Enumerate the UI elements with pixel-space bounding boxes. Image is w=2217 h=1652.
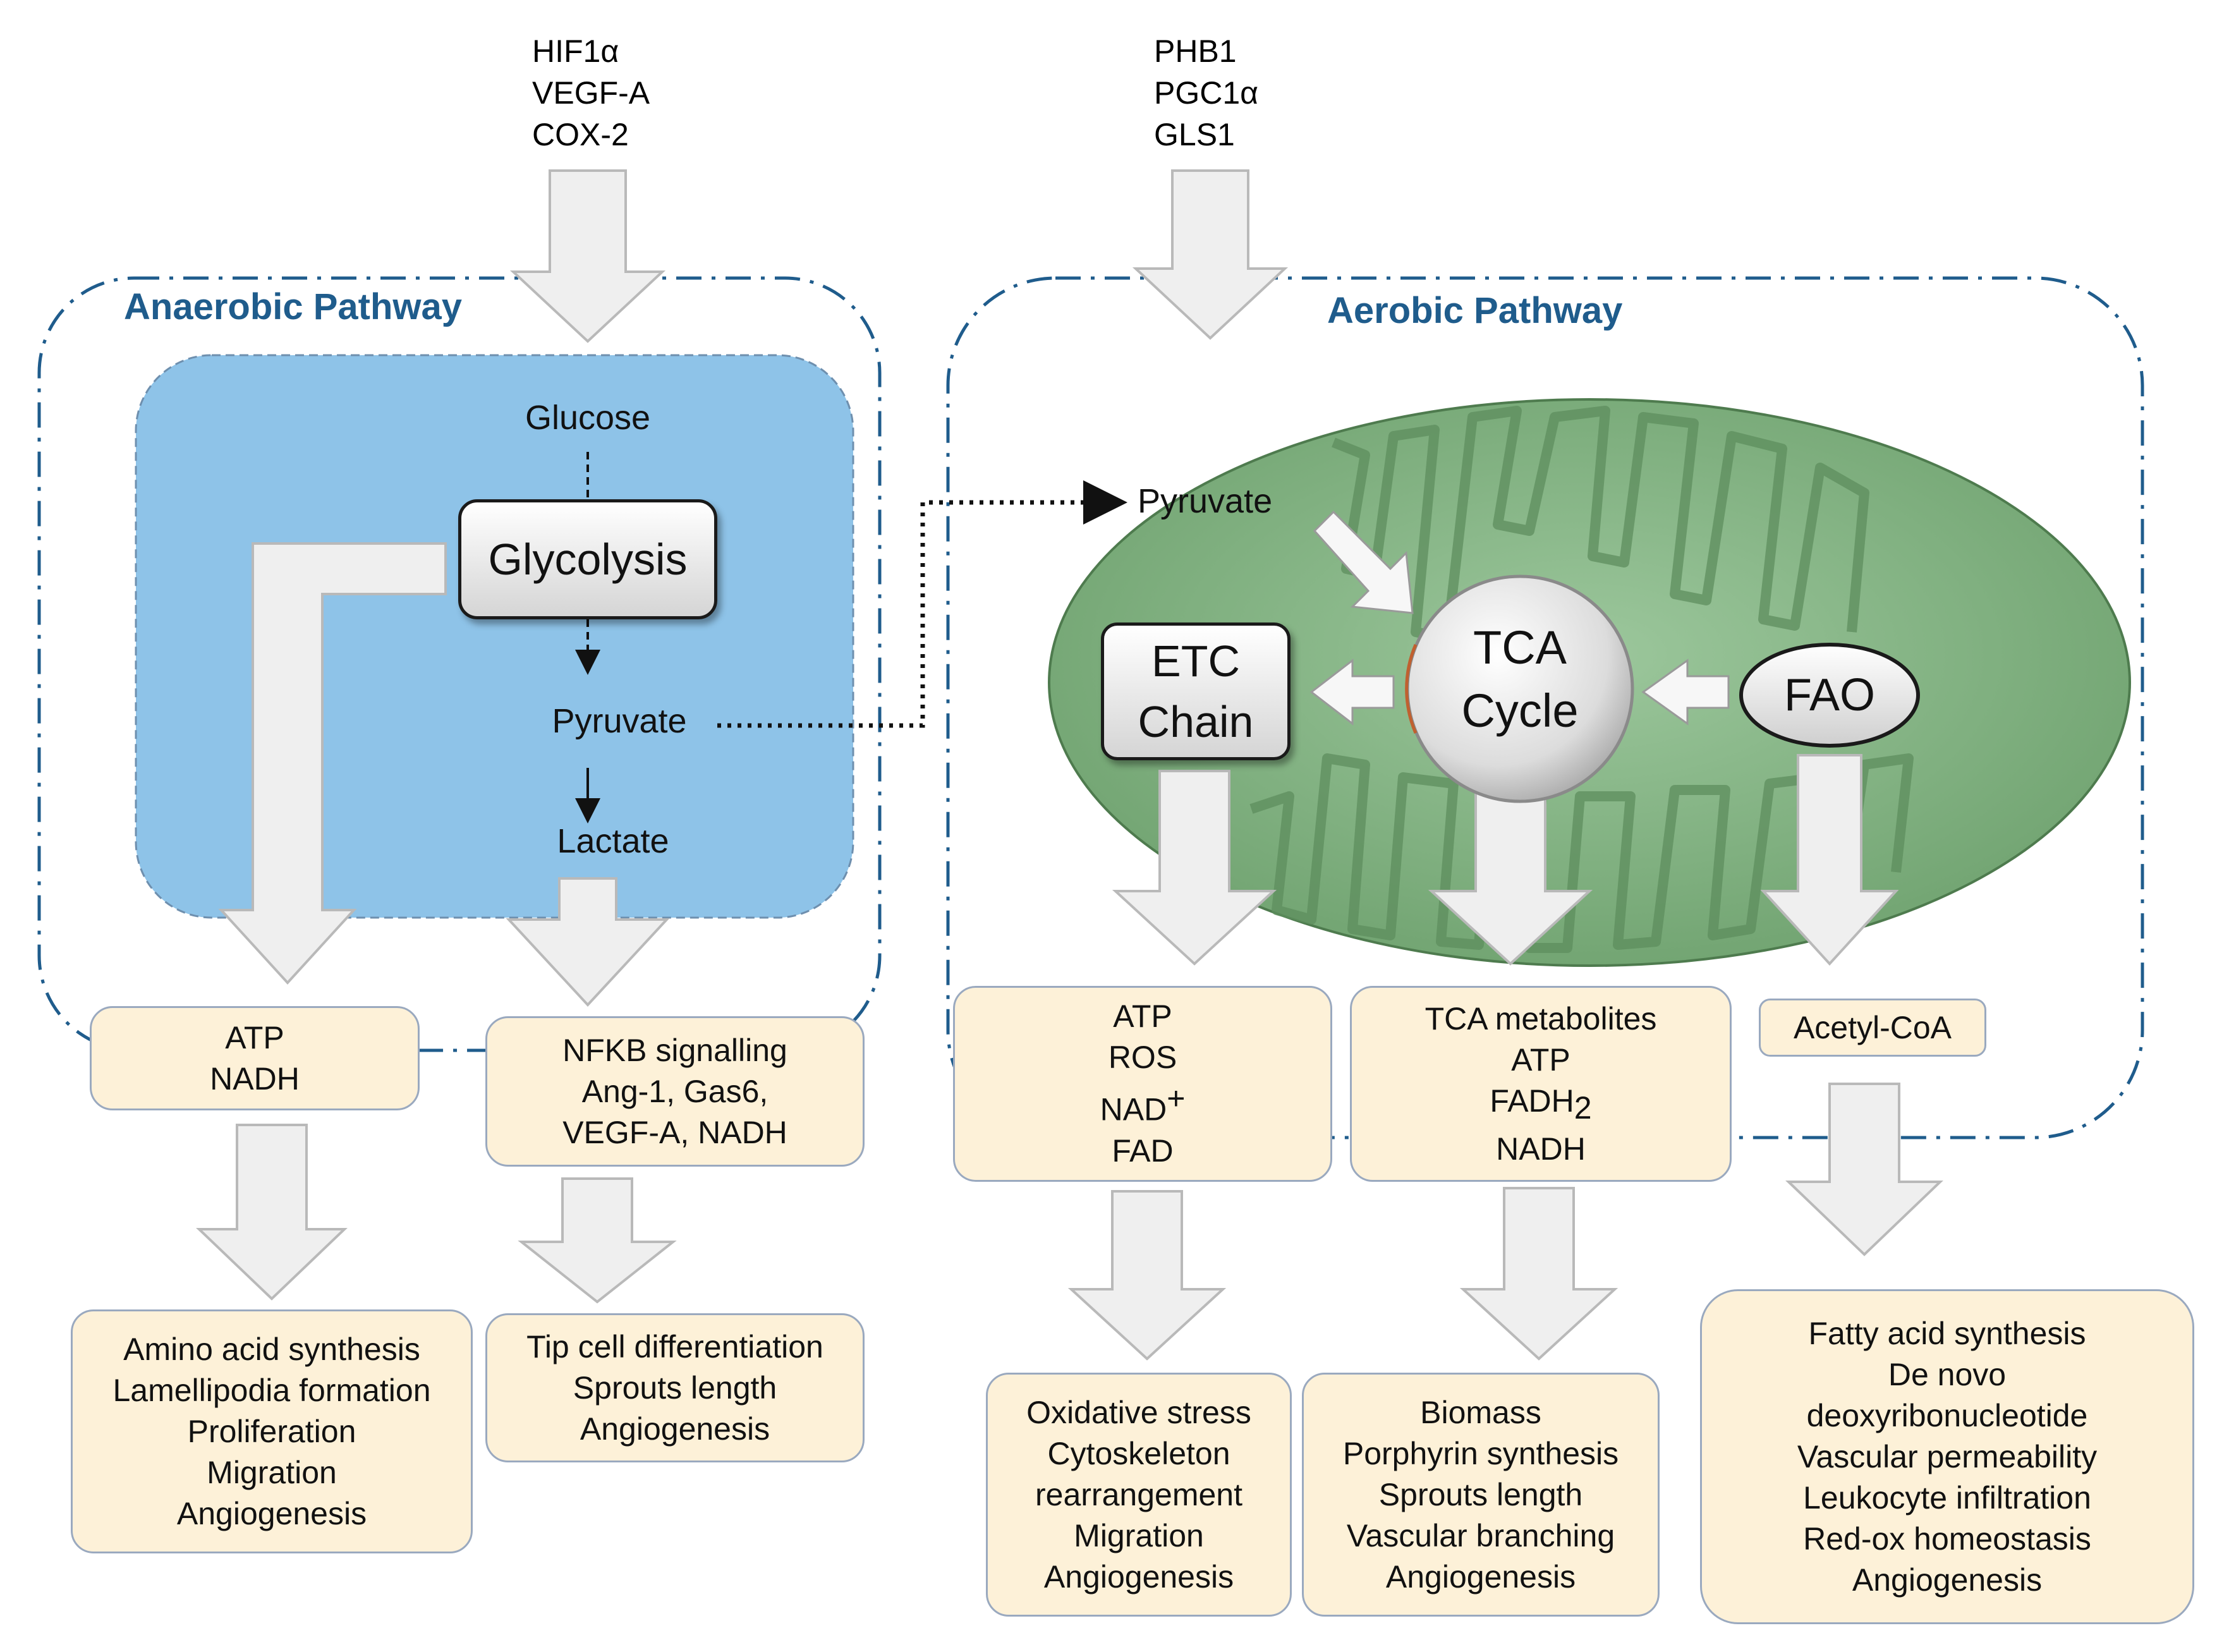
glycolysis-atp-arrow [218,542,447,985]
tca-output-box: TCA metabolites ATP FADH2 NADH [1350,986,1732,1182]
regulator-pgc1a: PGC1α [1154,75,1259,111]
tca-label-1: TCA [1473,621,1567,674]
lactate-nfkb-arrow [506,877,670,1007]
nfkb-line-2: Ang-1, Gas6, [581,1073,768,1109]
regulator-gls1: GLS1 [1154,117,1235,152]
glycolysis-label: Glycolysis [488,535,688,584]
effect-left-4: Migration [207,1454,337,1490]
fao-label: FAO [1783,670,1876,720]
tca-out-nadh: NADH [1496,1131,1586,1167]
nfkb-line-1: NFKB signalling [562,1032,787,1068]
etc-label-2: Chain [1138,697,1254,746]
fao-effect-3: deoxyribonucleotide [1806,1397,2088,1433]
etc-effect-4: Migration [1074,1517,1204,1553]
fao-tca-arrow [1641,659,1730,726]
fao-effects-box: Fatty acid synthesis De novo deoxyribonu… [1700,1289,2194,1624]
etc-effect-2: Cytoskeleton [1047,1435,1230,1471]
etc-out-fad: FAD [1112,1133,1174,1169]
nfkb-line-3: VEGF-A, NADH [562,1114,787,1150]
tca-etc-arrow [1309,658,1395,726]
effect-left-2: Lamellipodia formation [112,1372,431,1408]
input-arrows [509,169,1289,343]
etc-out-ros: ROS [1108,1040,1177,1076]
fao-effect-4: Vascular permeability [1797,1438,2098,1474]
fao-effect-1: Fatty acid synthesis [1808,1315,2086,1351]
pyruvate-transport-line [717,480,1127,728]
acetyl-coa-box: Acetyl-CoA [1759,999,1986,1057]
fao-effect-6: Red-ox homeostasis [1803,1521,2091,1557]
effect-left-5: Angiogenesis [176,1495,367,1531]
nfkb-effects-arrow [518,1177,677,1304]
etc-effects-box: Oxidative stress Cytoskeleton rearrangem… [986,1373,1292,1617]
tca-out-fadh2: FADH2 [1490,1083,1592,1126]
cytosol-region [135,354,854,919]
tca-cycle-text: TCA Cycle [1422,616,1618,743]
aerobic-regulators: PHB1 PGC1α GLS1 [1154,30,1258,155]
tca-effect-3: Sprouts length [1378,1476,1583,1512]
nfkb-box: NFKB signalling Ang-1, Gas6, VEGF-A, NAD… [485,1016,865,1167]
etc-effect-3: rearrangement [1035,1476,1242,1512]
fao-effects-arrow [1785,1083,1943,1256]
effect-right-2: Sprouts length [573,1370,777,1406]
acetyl-coa-label: Acetyl-CoA [1793,1009,1952,1045]
tca-effects-box: Biomass Porphyrin synthesis Sprouts leng… [1302,1373,1660,1617]
etc-effects-arrow [1067,1190,1227,1361]
tca-effect-4: Vascular branching [1346,1517,1615,1553]
fao-effect-2: De novo [1888,1356,2007,1392]
atp-nadh-line-2: NADH [210,1060,300,1096]
effect-right-3: Angiogenesis [580,1411,770,1447]
aerobic-input-arrow [1132,169,1289,340]
regulator-vegfa: VEGF-A [532,75,650,111]
tca-out-metabolites: TCA metabolites [1424,1000,1657,1036]
tca-out-fadh2-sub: 2 [1574,1090,1592,1126]
regulator-hif1a: HIF1α [532,33,619,69]
tca-out-atp: ATP [1511,1042,1570,1078]
effect-left-1: Amino acid synthesis [123,1331,420,1367]
etc-out-atp: ATP [1113,999,1172,1035]
anaerobic-effects-right: Tip cell differentiation Sprouts length … [485,1313,865,1462]
etc-out-nad: NAD+ [1100,1081,1186,1127]
etc-label-1: ETC [1151,636,1240,686]
anaerobic-regulators: HIF1α VEGF-A COX-2 [532,30,650,155]
etc-out-nad-sup: + [1167,1081,1186,1117]
etc-effect-1: Oxidative stress [1026,1394,1251,1430]
etc-chain-box: ETC Chain [1101,623,1291,760]
anaerobic-pathway-title: Anaerobic Pathway [124,286,463,327]
pyruvate-tca-arrow [1313,510,1414,614]
tca-effect-1: Biomass [1420,1394,1541,1430]
anaerobic-input-arrow [509,169,666,343]
tca-effect-2: Porphyrin synthesis [1342,1435,1619,1471]
tca-label-2: Cycle [1461,684,1579,737]
aerobic-pathway-title: Aerobic Pathway [1327,290,1623,331]
effect-right-1: Tip cell differentiation [526,1328,823,1364]
glucose-label: Glucose [525,399,651,437]
tca-effects-arrow [1459,1187,1619,1361]
etc-output-arrow [1112,770,1277,966]
regulator-cox2: COX-2 [532,117,629,152]
pyruvate-label: Pyruvate [552,702,687,740]
anaerobic-pathway-border [37,276,882,1052]
atp-nadh-line-1: ATP [225,1019,284,1055]
fao-effect-5: Leukocyte infiltration [1803,1479,2091,1515]
etc-output-box: ATP ROS NAD+ FAD [953,986,1332,1182]
lactate-label: Lactate [557,822,669,860]
effect-left-3: Proliferation [187,1413,356,1449]
etc-effect-5: Angiogenesis [1043,1558,1234,1594]
mito-pyruvate-label: Pyruvate [1138,482,1273,520]
fao-ellipse [1739,643,1920,748]
tca-effect-5: Angiogenesis [1385,1558,1576,1594]
glycolysis-box: Glycolysis [458,499,717,619]
atp-effects-arrow [196,1124,348,1301]
regulator-phb1: PHB1 [1154,33,1237,69]
fao-effect-7: Angiogenesis [1852,1562,2043,1598]
anaerobic-effects-left: Amino acid synthesis Lamellipodia format… [71,1309,473,1553]
atp-nadh-box: ATP NADH [90,1006,420,1110]
fao-output-arrow [1760,754,1899,966]
tca-output-arrow [1428,792,1593,966]
